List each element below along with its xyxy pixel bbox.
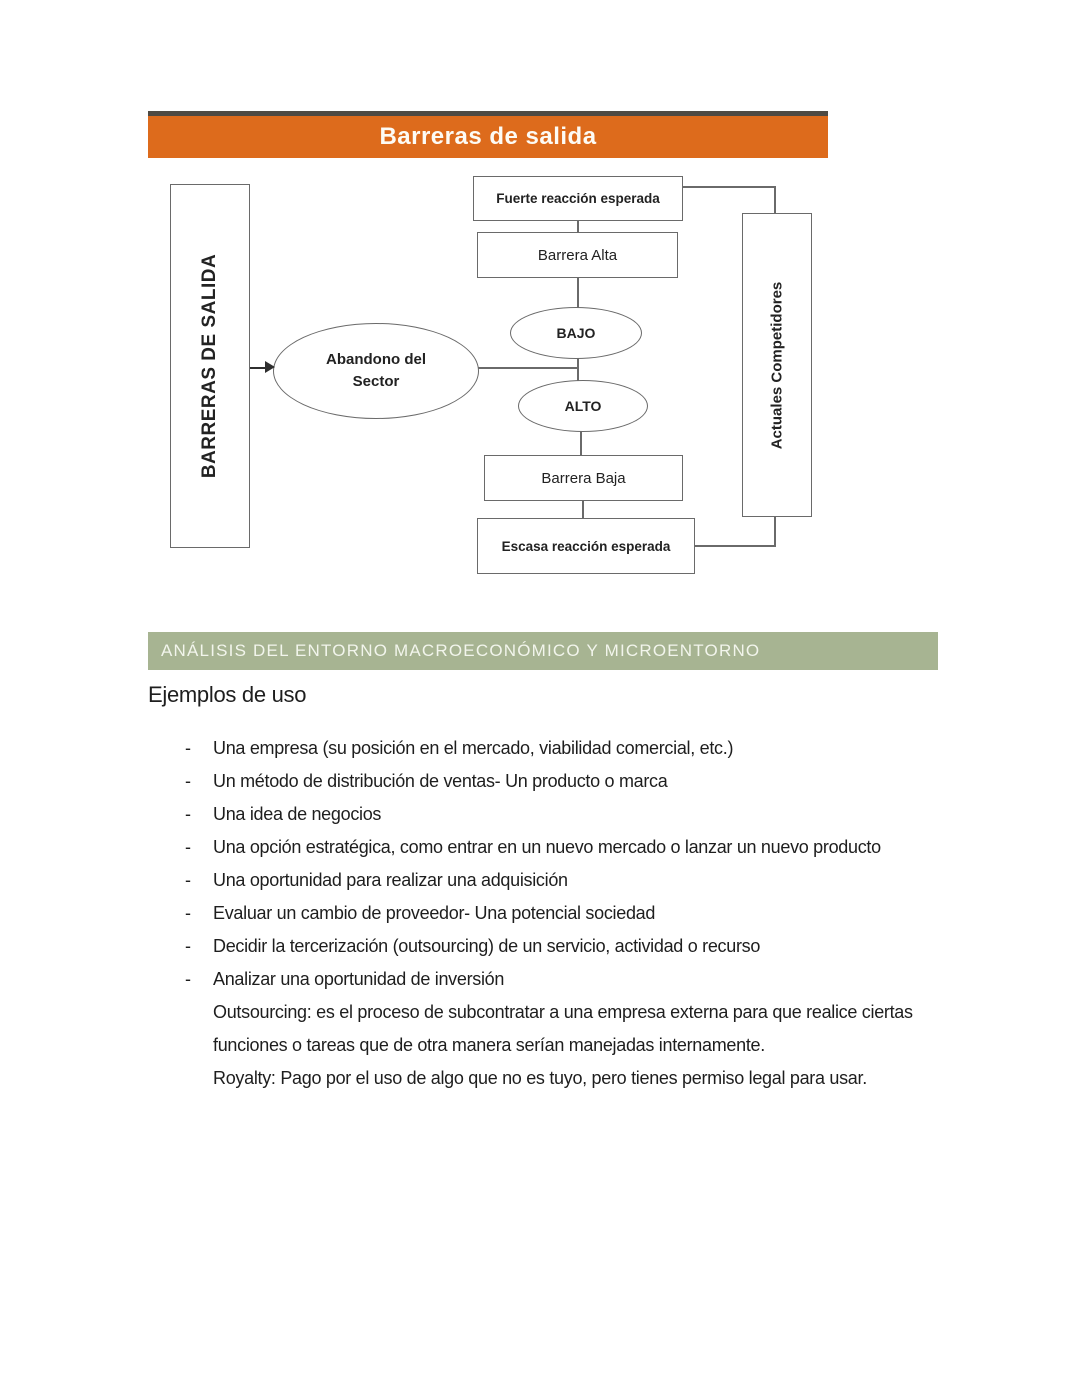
- figure-title: Barreras de salida: [379, 123, 597, 150]
- bullet-dash: -: [185, 903, 191, 923]
- bullet-dash: -: [185, 804, 191, 824]
- strong-reaction-label: Fuerte reacción esperada: [496, 191, 660, 206]
- connector-top-box-to-right-h: [682, 186, 776, 188]
- figure-title-banner: Barreras de salida: [148, 116, 828, 158]
- list-item: - Analizar una oportunidad de inversión: [148, 963, 988, 996]
- figure-top-border: [148, 111, 828, 116]
- weak-reaction-label: Escasa reacción esperada: [501, 538, 671, 554]
- strong-reaction-box: Fuerte reacción esperada: [473, 176, 683, 221]
- abandon-sector-label: Abandono del Sector: [326, 351, 426, 390]
- high-barrier-box: Barrera Alta: [477, 232, 678, 278]
- barriers-exit-box: BARRERAS DE SALIDA: [170, 184, 250, 548]
- list-item: - Una idea de negocios: [148, 798, 988, 831]
- examples-list: - Una empresa (su posición en el mercado…: [148, 732, 988, 1095]
- list-item-text: Analizar una oportunidad de inversión: [213, 969, 505, 989]
- connector-high-to-low-barrier: [580, 431, 582, 456]
- barriers-exit-label: BARRERAS DE SALIDA: [199, 253, 221, 479]
- note-line: funciones o tareas que de otra manera se…: [148, 1029, 988, 1062]
- list-item: - Un método de distribución de ventas- U…: [148, 765, 988, 798]
- list-item-text: Una opción estratégica, como entrar en u…: [213, 837, 881, 857]
- note-text: funciones o tareas que de otra manera se…: [213, 1035, 765, 1055]
- high-ellipse: ALTO: [518, 380, 648, 432]
- connector-top-to-high-barrier: [577, 221, 579, 233]
- low-label: BAJO: [556, 325, 596, 341]
- list-item-text: Evaluar un cambio de proveedor- Una pote…: [213, 903, 656, 923]
- list-item-text: Decidir la tercerización (outsourcing) d…: [213, 936, 761, 956]
- low-barrier-label: Barrera Baja: [541, 469, 626, 487]
- high-barrier-label: Barrera Alta: [537, 246, 618, 264]
- low-barrier-box: Barrera Baja: [484, 455, 683, 501]
- weak-reaction-box: Escasa reacción esperada: [477, 518, 695, 574]
- bullet-dash: -: [185, 870, 191, 890]
- note-text: Outsourcing: es el proceso de subcontrat…: [213, 1002, 913, 1022]
- connector-bottom-box-to-right-h: [694, 545, 776, 547]
- current-competitors-box: Actuales Competidores: [742, 213, 812, 517]
- bullet-dash: -: [185, 969, 191, 989]
- connector-high-barrier-to-low: [577, 277, 579, 308]
- bullet-dash: -: [185, 771, 191, 791]
- low-ellipse: BAJO: [510, 307, 642, 359]
- list-item: - Una empresa (su posición en el mercado…: [148, 732, 988, 765]
- list-item: - Una opción estratégica, como entrar en…: [148, 831, 988, 864]
- connector-abandon-to-middle: [478, 367, 578, 369]
- list-item: - Decidir la tercerización (outsourcing)…: [148, 930, 988, 963]
- note-line: Royalty: Pago por el uso de algo que no …: [148, 1062, 988, 1095]
- section-header-title: ANÁLISIS DEL ENTORNO MACROECONÓMICO Y MI…: [161, 641, 761, 660]
- connector-top-box-to-right-v: [774, 186, 776, 214]
- list-item-text: Una oportunidad para realizar una adquis…: [213, 870, 568, 890]
- bullet-dash: -: [185, 837, 191, 857]
- current-competitors-label: Actuales Competidores: [768, 281, 786, 449]
- high-label: ALTO: [564, 398, 602, 414]
- note-line: Outsourcing: es el proceso de subcontrat…: [148, 996, 988, 1029]
- bullet-dash: -: [185, 738, 191, 758]
- arrow-line-left-box-to-abandon: [250, 367, 267, 369]
- bullet-dash: -: [185, 936, 191, 956]
- list-item-text: Un método de distribución de ventas- Un …: [213, 771, 668, 791]
- arrowhead-icon: [265, 361, 275, 373]
- connector-low-barrier-to-bottom: [582, 500, 584, 519]
- connector-low-to-high: [577, 358, 579, 381]
- list-item-text: Una idea de negocios: [213, 804, 382, 824]
- list-item: - Evaluar un cambio de proveedor- Una po…: [148, 897, 988, 930]
- section-header-banner: ANÁLISIS DEL ENTORNO MACROECONÓMICO Y MI…: [148, 632, 938, 670]
- connector-bottom-box-to-right-v: [774, 516, 776, 547]
- subheading: Ejemplos de uso: [148, 682, 307, 707]
- list-item-text: Una empresa (su posición en el mercado, …: [213, 738, 734, 758]
- abandon-sector-ellipse: Abandono del Sector: [273, 323, 479, 419]
- note-text: Royalty: Pago por el uso de algo que no …: [213, 1068, 867, 1088]
- list-item: - Una oportunidad para realizar una adqu…: [148, 864, 988, 897]
